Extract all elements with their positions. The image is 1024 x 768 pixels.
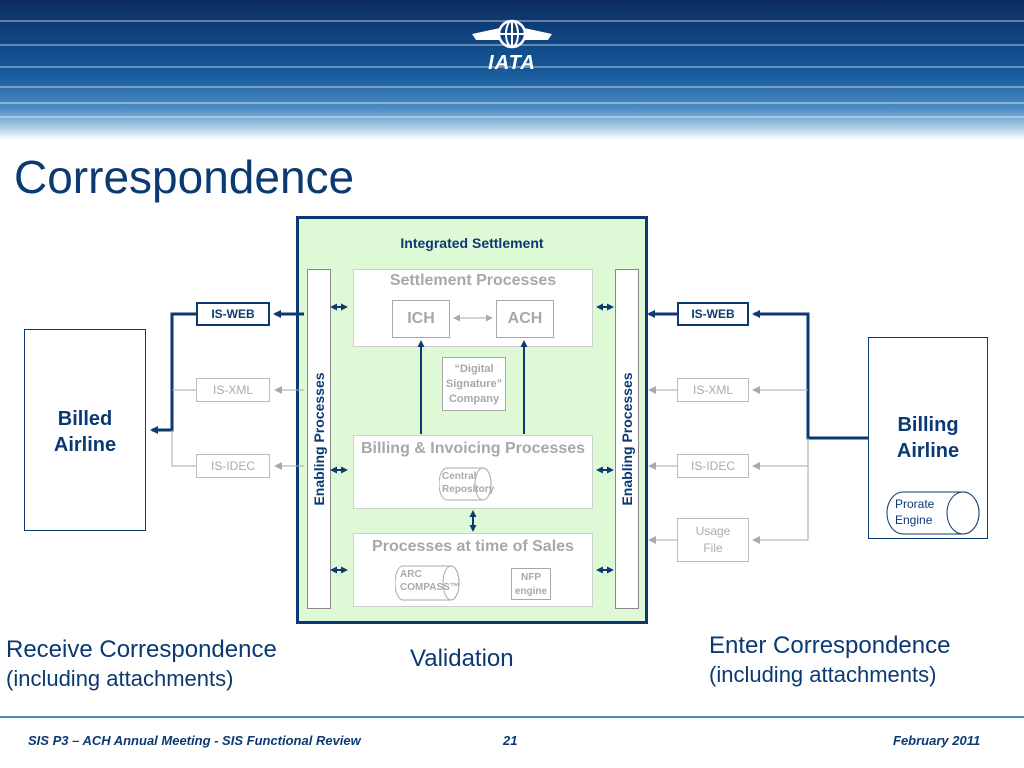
ich-box: ICH <box>392 300 450 338</box>
prorate-engine-line-2: Engine <box>895 513 933 527</box>
billed-airline-line-1: Billed <box>57 408 113 430</box>
nfp-line-1: NFP <box>521 572 541 583</box>
prorate-engine-line-1: Prorate <box>895 497 935 511</box>
footer-page-number: 21 <box>503 733 518 748</box>
enter-caption-main: Enter Correspondence <box>709 632 951 659</box>
arc-line-2: COMPASS™ <box>400 582 460 593</box>
database-cylinder-icon <box>395 565 460 601</box>
header-stripe <box>0 66 1024 68</box>
footer-date: February 2011 <box>893 733 981 748</box>
right-is-idec-box: IS-IDEC <box>677 454 749 478</box>
nfp-line-2: engine <box>514 586 548 597</box>
billing-invoicing-processes-box: Billing & Invoicing Processes Central Re… <box>353 435 593 509</box>
iata-logo-text: IATA <box>488 52 536 74</box>
iata-logo: IATA <box>468 18 556 78</box>
line-left-isidec <box>171 430 196 467</box>
header-stripe <box>0 102 1024 104</box>
footer-presentation-title: SIS P3 – ACH Annual Meeting - SIS Functi… <box>28 733 361 748</box>
enter-caption-sub: (including attachments) <box>709 662 937 688</box>
central-repository-database: Central Repository <box>439 466 496 501</box>
billing-airline-line-2: Airline <box>896 440 960 462</box>
database-cylinder-icon <box>439 467 492 501</box>
central-repository-line-1: Central <box>442 471 477 482</box>
enabling-processes-right: Enabling Processes <box>615 269 639 609</box>
integrated-settlement-title: Integrated Settlement <box>400 235 544 251</box>
left-is-xml-box: IS-XML <box>196 378 270 402</box>
billed-airline-label: Billed Airline <box>25 406 145 458</box>
right-is-web-box: IS-WEB <box>677 302 749 326</box>
billing-airline-line-1: Billing <box>897 414 959 436</box>
usage-file-line-2: File <box>703 541 723 555</box>
arrow-billing-airline-to-isweb <box>752 310 868 440</box>
arc-compass-database: ARC COMPASS™ <box>395 564 466 601</box>
nfp-engine-box: NFP engine <box>511 568 551 600</box>
header-banner: IATA <box>0 0 1024 140</box>
slide-title: Correspondence <box>14 151 355 203</box>
digital-signature-line-1: “Digital <box>454 363 494 375</box>
billing-airline-label: Billing Airline <box>869 412 987 464</box>
arc-line-1: ARC <box>400 569 422 580</box>
globe-wings-icon <box>472 19 552 49</box>
line-right-to-usage <box>752 438 809 544</box>
ach-box: ACH <box>496 300 554 338</box>
processes-at-time-of-sales-title: Processes at time of Sales <box>372 538 574 555</box>
header-stripe <box>0 116 1024 118</box>
settlement-processes-box: Settlement Processes ICH ACH <box>353 269 593 347</box>
billing-airline-box: Billing Airline Prorate Engine <box>868 337 988 539</box>
right-is-xml-box: IS-XML <box>677 378 749 402</box>
digital-signature-company-box: “Digital Signature” Company <box>442 357 506 411</box>
receive-caption-main: Receive Correspondence <box>6 636 277 663</box>
left-is-web-box: IS-WEB <box>196 302 270 326</box>
prorate-engine-database: Prorate Engine <box>883 490 981 535</box>
digital-signature-line-3: Company <box>448 393 500 405</box>
billed-airline-line-2: Airline <box>53 434 117 456</box>
digital-signature-line-2: Signature” <box>445 378 503 390</box>
usage-file-line-1: Usage <box>695 524 731 538</box>
database-cylinder-icon <box>886 491 980 535</box>
billing-invoicing-processes-title: Billing & Invoicing Processes <box>360 440 586 457</box>
usage-file-box: Usage File <box>677 518 749 562</box>
validation-caption: Validation <box>410 645 514 672</box>
central-repository-line-2: Repository <box>442 484 495 495</box>
processes-at-time-of-sales-box: Processes at time of Sales ARC COMPASS™ … <box>353 533 593 607</box>
billed-airline-box: Billed Airline <box>24 329 146 531</box>
left-is-idec-box: IS-IDEC <box>196 454 270 478</box>
header-stripe <box>0 86 1024 88</box>
arrow-isweb-to-billed-airline <box>150 312 196 434</box>
enter-correspondence-caption: Enter Correspondence (including attachme… <box>709 630 950 690</box>
receive-correspondence-caption: Receive Correspondence (including attach… <box>6 634 277 694</box>
integrated-settlement-panel: Integrated Settlement Enabling Processes… <box>296 216 648 624</box>
enabling-processes-left: Enabling Processes <box>307 269 331 609</box>
footer-divider <box>0 716 1024 718</box>
settlement-processes-title: Settlement Processes <box>389 272 557 289</box>
receive-caption-sub: (including attachments) <box>6 666 234 692</box>
